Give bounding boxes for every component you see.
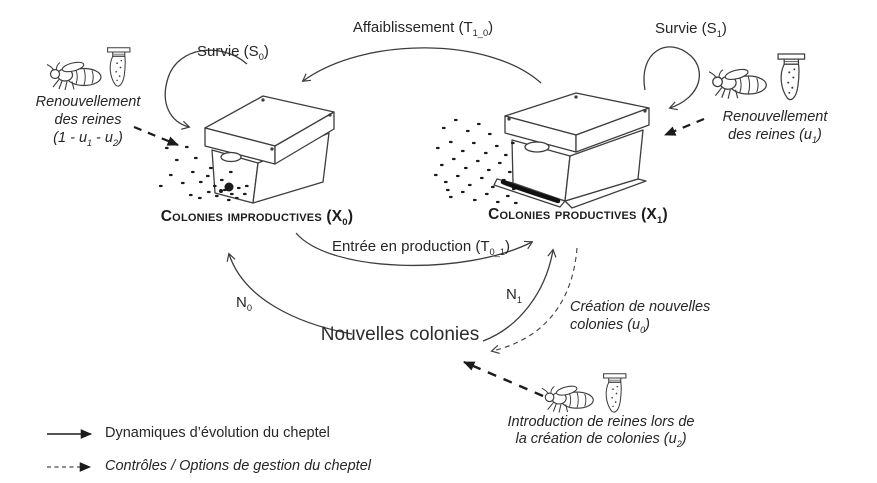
affaiblissement-arrow: [301, 47, 542, 84]
n1-label: N1: [506, 286, 523, 305]
n1-arrow: [482, 248, 557, 342]
hive-box-icon: [204, 95, 335, 204]
affaiblissement-label: Affaiblissement (T1_0): [352, 19, 494, 38]
queen-cell-icon: [603, 373, 627, 413]
introduction-reines-arrow: [463, 360, 544, 398]
legend-controls-label: Contrôles / Options de gestion du chepte…: [105, 458, 371, 474]
node-colonies-improductives: Colonies improductives (X0): [160, 208, 354, 229]
bee-icon: [46, 59, 102, 91]
hive-box-icon: [493, 92, 650, 209]
queen-cell-icon: [777, 53, 806, 101]
entree-production-label: Entrée en production (T0_1): [331, 238, 511, 257]
bee-swarm-improductives: [158, 145, 249, 202]
renouvellement-improductives-label: Renouvellement des reines (1 - u1 - u2): [35, 94, 141, 148]
queen-cell-icon: [107, 47, 131, 87]
survie-s1-arrow: [643, 46, 700, 111]
introduction-reines-label: Introduction de reines lors de la créati…: [507, 414, 695, 449]
survie-s0-label: Survie (S0): [197, 43, 269, 62]
creation-colonies-label: Création de nouvelles colonies (u0): [570, 299, 711, 335]
survie-s1-label: Survie (S1): [655, 20, 727, 39]
node-colonies-productives: Colonies productives (X1): [488, 206, 668, 227]
bee-icon: [708, 66, 767, 100]
node-nouvelles-colonies: Nouvelles colonies: [320, 324, 480, 345]
renouvellement-productives-label: Renouvellement des reines (u1): [722, 109, 828, 145]
n0-label: N0: [236, 294, 253, 313]
entree-production-arrow: [295, 232, 534, 267]
n0-arrow: [226, 252, 353, 335]
creation-colonies-arrow: [490, 247, 578, 355]
bee-swarm-productives: [433, 118, 561, 205]
renouvellement-productives-arrow: [663, 117, 705, 137]
legend-dynamics-label: Dynamiques d’évolution du cheptel: [105, 425, 330, 441]
renouvellement-improductives-arrow: [133, 125, 180, 147]
survie-s0-arrow: [164, 49, 248, 130]
bee-icon: [541, 383, 594, 414]
